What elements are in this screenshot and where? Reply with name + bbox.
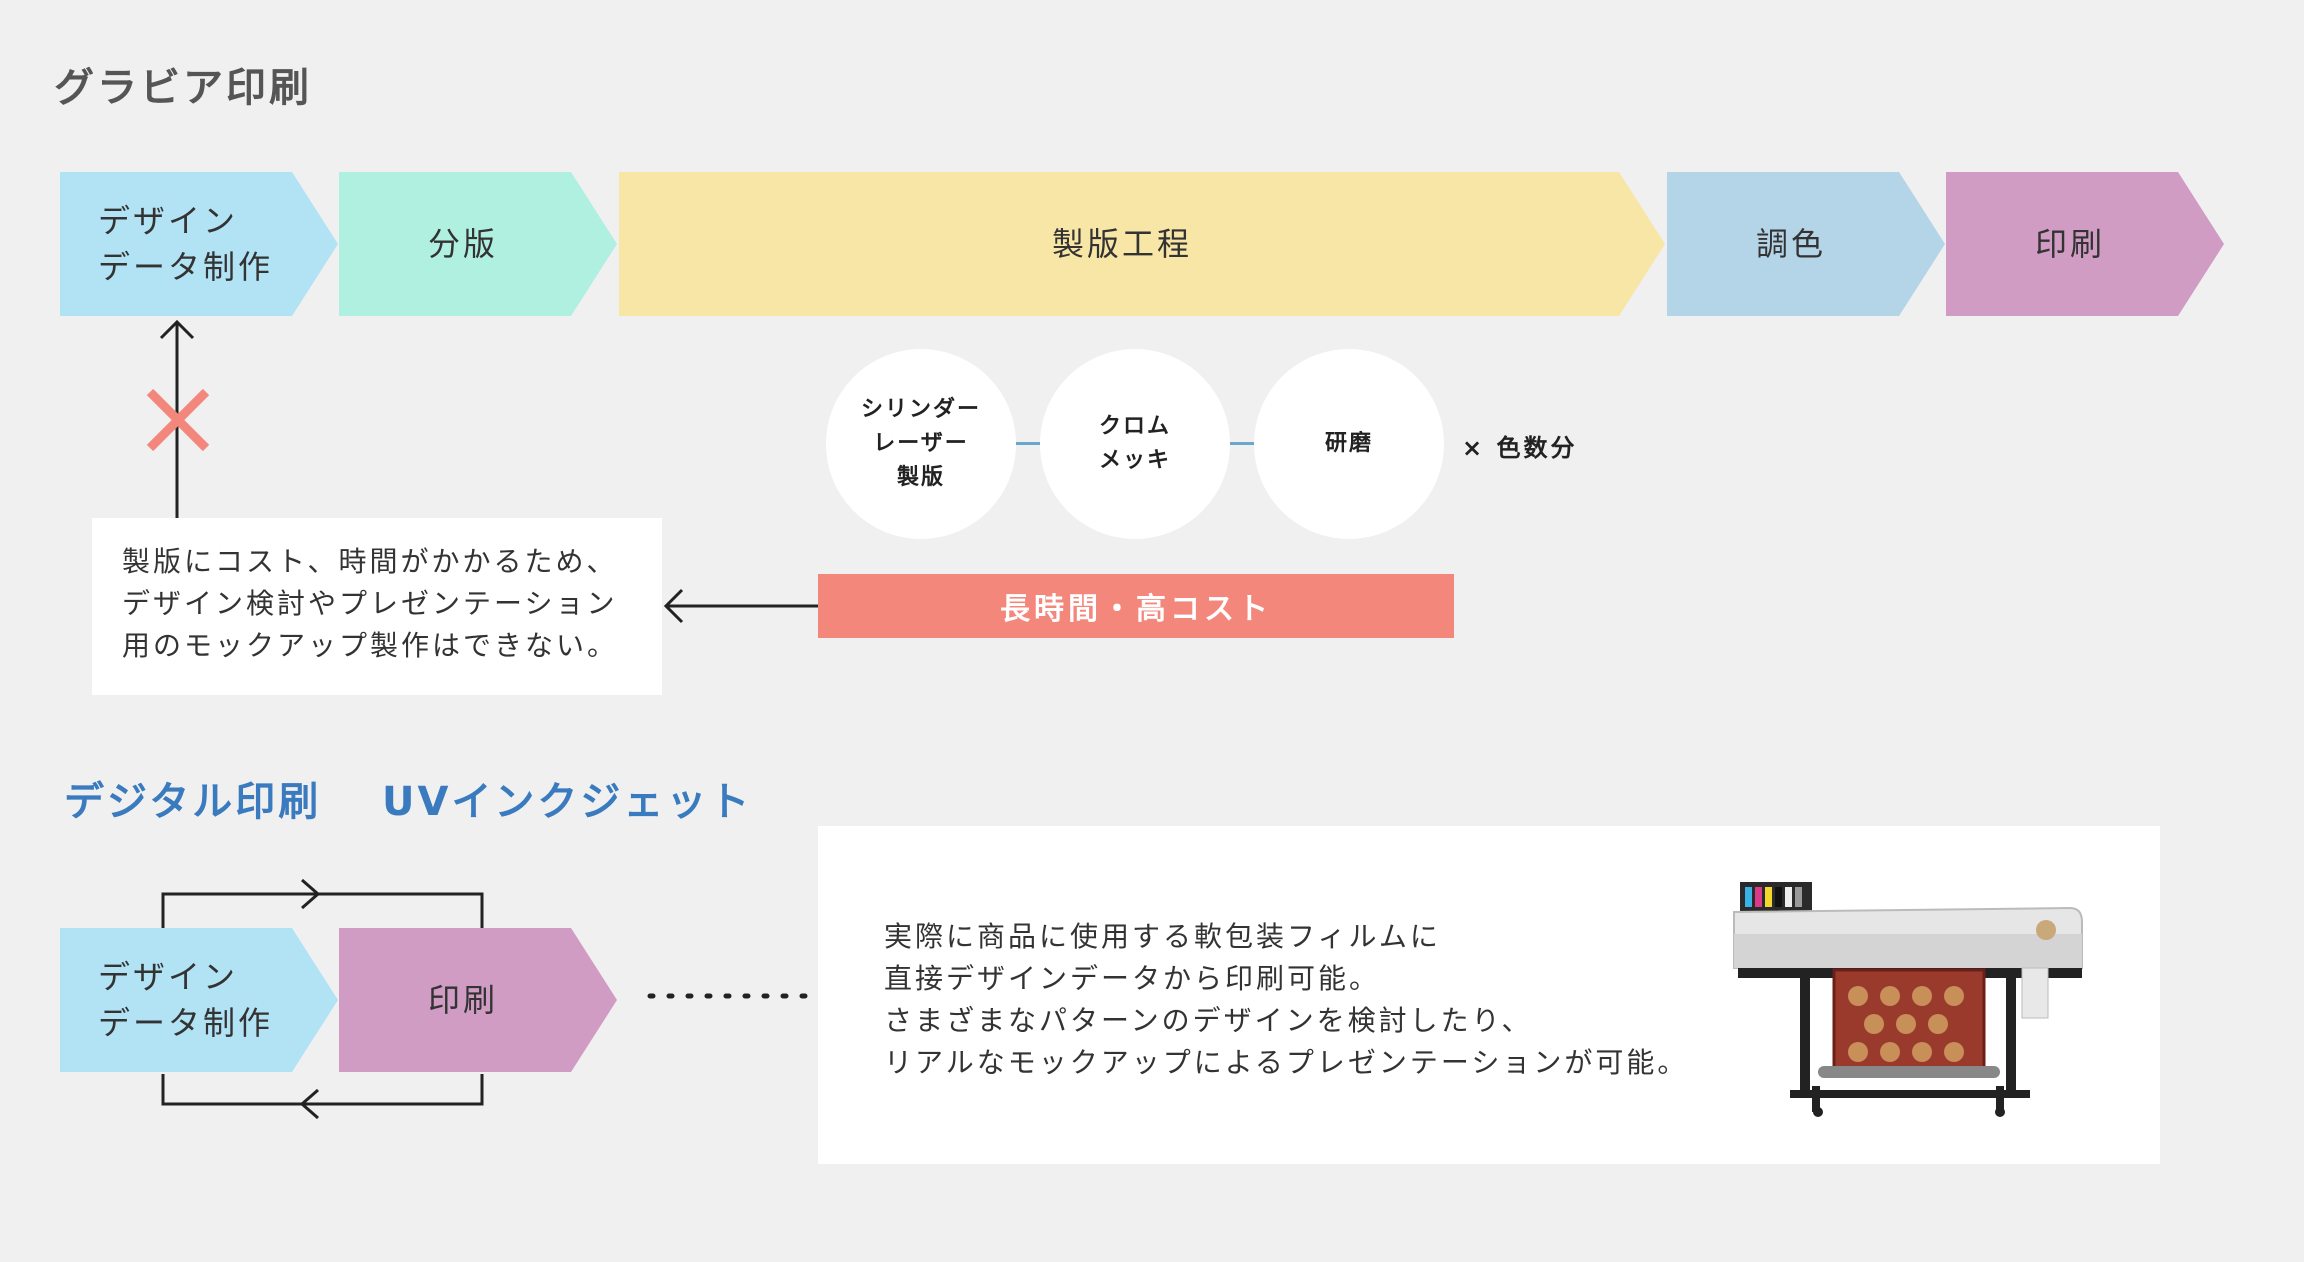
process-circle-cylinder-laser: シリンダー レーザー 製版 bbox=[826, 349, 1016, 539]
digital-subtitle: UVインクジェット bbox=[382, 779, 753, 825]
cost-arrow-head bbox=[663, 588, 684, 624]
gravure-step-platemaking: 製版工程 bbox=[619, 172, 1665, 316]
gravure-step-design: デザイン データ制作 bbox=[60, 172, 338, 316]
note-line: 直接デザインデータから印刷可能。 bbox=[884, 962, 1381, 995]
step-label: 印刷 bbox=[2034, 225, 2105, 263]
step-label: 調色 bbox=[1755, 225, 1826, 263]
note-line: 実際に商品に使用する軟包装フィルムに bbox=[884, 920, 1441, 953]
circle-label: シリンダー レーザー 製版 bbox=[860, 397, 981, 490]
circle-connector bbox=[1014, 442, 1042, 445]
step-label: 印刷 bbox=[427, 981, 498, 1019]
note-line: 用のモックアップ製作はできない。 bbox=[122, 629, 619, 662]
digital-title: デジタル印刷 bbox=[64, 779, 322, 825]
circle-connector bbox=[1228, 442, 1256, 445]
circle-label: 研磨 bbox=[1324, 431, 1373, 456]
digital-step-printing: 印刷 bbox=[339, 928, 617, 1072]
loop-top-arrow-head bbox=[301, 878, 321, 910]
note-line: デザイン検討やプレゼンテーション bbox=[122, 587, 618, 620]
step-label: デザイン データ制作 bbox=[98, 202, 274, 286]
gravure-note: 製版にコスト、時間がかかるため、 デザイン検討やプレゼンテーション 用のモックア… bbox=[92, 518, 662, 695]
gravure-title: グラビア印刷 bbox=[54, 65, 312, 111]
step-label: 分版 bbox=[427, 225, 498, 263]
step-label: 製版工程 bbox=[1051, 225, 1192, 263]
loop-bottom-arrow-head bbox=[299, 1088, 319, 1120]
note-line: リアルなモックアップによるプレゼンテーションが可能。 bbox=[884, 1046, 1689, 1079]
digital-step-design: デザイン データ制作 bbox=[60, 928, 338, 1072]
process-circle-polishing: 研磨 bbox=[1254, 349, 1444, 539]
gravure-step-printing: 印刷 bbox=[1946, 172, 2224, 316]
loop-bottom bbox=[161, 1074, 484, 1106]
step-label: デザイン データ制作 bbox=[98, 958, 274, 1042]
gravure-step-separation: 分版 bbox=[339, 172, 617, 316]
circle-label: クロム メッキ bbox=[1098, 414, 1171, 473]
cost-bar-label: 長時間・高コスト bbox=[1000, 592, 1272, 627]
note-line: さまざまなパターンのデザインを検討したり、 bbox=[884, 1004, 1533, 1037]
note-line: 製版にコスト、時間がかかるため、 bbox=[122, 545, 618, 578]
gravure-step-color-matching: 調色 bbox=[1667, 172, 1945, 316]
loop-top bbox=[161, 892, 484, 928]
process-circle-chrome-plating: クロム メッキ bbox=[1040, 349, 1230, 539]
feedback-arrow-head bbox=[159, 319, 195, 340]
blocked-mark bbox=[146, 388, 210, 452]
cost-bar: 長時間・高コスト bbox=[818, 574, 1454, 638]
multiplier-label: × 色数分 bbox=[1462, 434, 1578, 462]
